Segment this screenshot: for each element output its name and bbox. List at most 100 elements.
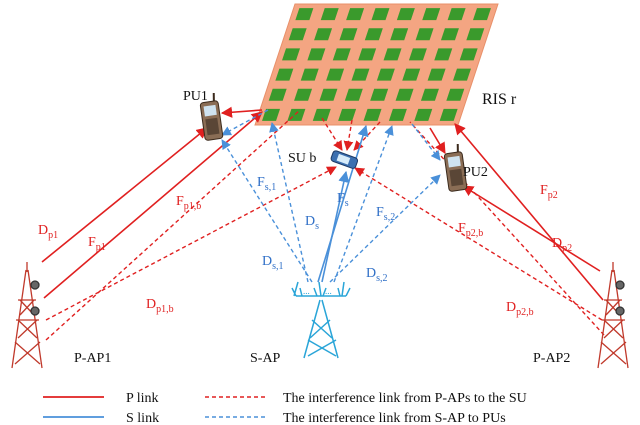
ris-element bbox=[307, 48, 326, 61]
int-sap-pu2 bbox=[329, 174, 441, 283]
ris-element bbox=[262, 108, 281, 121]
p-link-ris-pu1 bbox=[220, 106, 263, 118]
ris-element bbox=[300, 68, 319, 81]
ris-element bbox=[320, 8, 339, 21]
ris-element bbox=[414, 108, 433, 121]
ris-element bbox=[364, 28, 383, 41]
int-pap2-ris bbox=[409, 121, 605, 336]
channel-label-fp2b: Fp2,b bbox=[458, 221, 483, 239]
ris-element bbox=[440, 28, 459, 41]
channel-label-ds: Ds bbox=[305, 214, 319, 232]
ris-element bbox=[363, 108, 382, 121]
ris-element bbox=[446, 88, 465, 101]
channel-label-fp2: Fp2 bbox=[540, 183, 558, 201]
ris-element bbox=[326, 68, 345, 81]
ris-element bbox=[338, 108, 357, 121]
ris-element bbox=[376, 68, 395, 81]
svg-text:...: ... bbox=[325, 286, 332, 296]
svg-text:...: ... bbox=[303, 286, 310, 296]
ris-element bbox=[370, 88, 389, 101]
ris-element bbox=[314, 28, 333, 41]
ris-element bbox=[466, 28, 485, 41]
interference-sap-links bbox=[221, 109, 441, 283]
ris-element bbox=[388, 108, 407, 121]
int-ris-pu1 bbox=[221, 109, 269, 136]
channel-label-ds1: Ds,1 bbox=[262, 254, 284, 272]
channel-label-fp1: Fp1 bbox=[88, 235, 106, 253]
s-link-sap-ris bbox=[317, 124, 369, 283]
ris-element bbox=[396, 8, 415, 21]
channel-label-fs1: Fs,1 bbox=[257, 175, 276, 193]
ris-element bbox=[312, 108, 331, 121]
legend: P link S link The interference link from… bbox=[43, 391, 527, 425]
int-ris-su-3 bbox=[353, 121, 381, 151]
ris-element bbox=[427, 68, 446, 81]
int-ris-su-1 bbox=[321, 117, 343, 151]
ris-element bbox=[294, 88, 313, 101]
channel-label-fp1b: Fp1,b bbox=[176, 194, 201, 212]
ris-element bbox=[339, 28, 358, 41]
legend-s-link-label: S link bbox=[126, 411, 159, 425]
channel-label-dp2b: Dp2,b bbox=[506, 300, 534, 318]
ris-element bbox=[439, 108, 458, 121]
pu2-label: PU2 bbox=[463, 165, 488, 180]
ris-label: RIS r bbox=[482, 91, 517, 108]
channel-label-ds2: Ds,2 bbox=[366, 266, 388, 284]
ris-element bbox=[371, 8, 390, 21]
pap2-label: P-AP2 bbox=[533, 351, 570, 366]
channel-label-fs: Fs bbox=[337, 191, 349, 209]
sap-label: S-AP bbox=[250, 351, 281, 366]
pu1-phone-icon bbox=[199, 92, 224, 141]
int-sap-ris-left bbox=[269, 122, 309, 283]
ris-element bbox=[268, 88, 287, 101]
p-link-pap1-pu1 bbox=[41, 127, 208, 263]
channel-label-dp1b: Dp1,b bbox=[146, 297, 174, 315]
s-links bbox=[317, 124, 369, 283]
pu2-phone-icon bbox=[443, 143, 468, 192]
ris-element bbox=[351, 68, 370, 81]
p-links bbox=[41, 106, 604, 301]
ris-element bbox=[402, 68, 421, 81]
ris-element bbox=[288, 28, 307, 41]
ris-element bbox=[420, 88, 439, 101]
su-label: SU b bbox=[288, 151, 316, 166]
int-ris-su-2 bbox=[343, 119, 354, 151]
p-link-pap2-ris bbox=[454, 123, 604, 301]
pap1-label: P-AP1 bbox=[74, 351, 111, 366]
pu1-label: PU1 bbox=[183, 89, 208, 104]
channel-label-fs2: Fs,2 bbox=[376, 205, 395, 223]
ris-element bbox=[472, 8, 491, 21]
ris-element bbox=[346, 8, 365, 21]
ris-element bbox=[282, 48, 301, 61]
ris-element bbox=[319, 88, 338, 101]
p-link-pap1-ris bbox=[43, 111, 263, 299]
ris-element bbox=[383, 48, 402, 61]
ris-element bbox=[447, 8, 466, 21]
ris-element bbox=[459, 48, 478, 61]
int-pap2-su bbox=[354, 167, 603, 321]
p-link-pap2-pu2 bbox=[462, 185, 601, 272]
ris-element bbox=[408, 48, 427, 61]
ris-element bbox=[275, 68, 294, 81]
ris-element bbox=[344, 88, 363, 101]
ris-element bbox=[332, 48, 351, 61]
channel-label-dp1: Dp1 bbox=[38, 223, 58, 241]
ris-element bbox=[452, 68, 471, 81]
pap1-tower-icon bbox=[11, 262, 43, 369]
legend-p-link-label: P link bbox=[126, 391, 159, 406]
ris-element bbox=[434, 48, 453, 61]
ris-element bbox=[415, 28, 434, 41]
ris-panel bbox=[254, 3, 499, 126]
int-pap1-ris bbox=[45, 109, 301, 341]
su-phone-icon bbox=[330, 150, 359, 169]
legend-int-pap-label: The interference link from P-APs to the … bbox=[283, 391, 527, 406]
pap2-tower-icon bbox=[597, 262, 629, 369]
ris-element bbox=[390, 28, 409, 41]
ris-element bbox=[295, 8, 314, 21]
ris-element bbox=[395, 88, 414, 101]
legend-int-sap-label: The interference link from S-AP to PUs bbox=[283, 411, 506, 425]
ris-element bbox=[422, 8, 441, 21]
channel-label-dp2: Dp2 bbox=[552, 236, 572, 254]
